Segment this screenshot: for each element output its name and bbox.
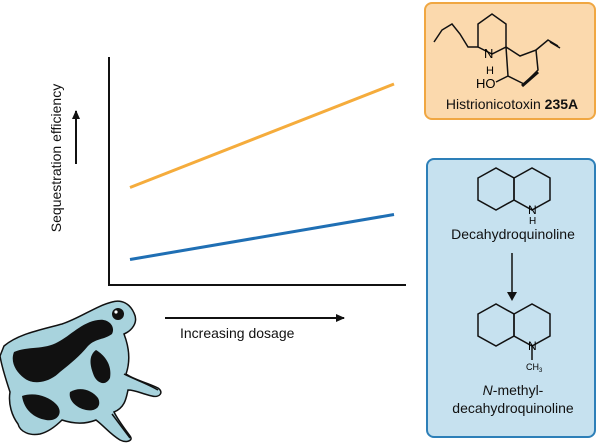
htx-ho-label: HO	[476, 76, 496, 91]
series-line-2	[129, 213, 395, 261]
mdhq-name-italic: N	[482, 382, 493, 398]
htx-name: Histrionicotoxin 235A	[426, 96, 598, 112]
mdhq-name-rest: -methyl-	[492, 382, 544, 398]
htx-h-atom: H	[486, 65, 494, 77]
decahydroquinoline-panel: N H N CH3 Decahydroquinoline N-methyl- d…	[426, 158, 596, 438]
dhq-n-atom: N	[528, 203, 537, 217]
series-line-1	[129, 82, 395, 189]
mdhq-n-atom: N	[528, 339, 537, 353]
poison-frog-illustration	[0, 300, 162, 443]
histrionicotoxin-panel: N H HO Histrionicotoxin 235A	[424, 2, 596, 120]
x-axis-label: Increasing dosage	[180, 325, 295, 341]
mdhq-ch3-atom: CH3	[526, 362, 543, 374]
htx-n-atom: N	[484, 46, 493, 61]
mdhq-name-line1: N-methyl-	[428, 382, 598, 398]
series-group	[129, 82, 395, 261]
dhq-h-atom: H	[529, 216, 536, 227]
htx-name-prefix: Histrionicotoxin	[445, 96, 541, 112]
y-axis-label: Sequestration efficiency	[48, 83, 64, 233]
histrionicotoxin-structure: N H HO	[433, 13, 561, 91]
down-arrow	[507, 292, 517, 301]
dhq-name: Decahydroquinoline	[451, 226, 575, 242]
htx-name-bold: 235A	[544, 96, 579, 112]
mdhq-name-line2: decahydroquinoline	[452, 400, 574, 416]
decahydroquinoline-structures: N H N CH3	[477, 167, 551, 374]
